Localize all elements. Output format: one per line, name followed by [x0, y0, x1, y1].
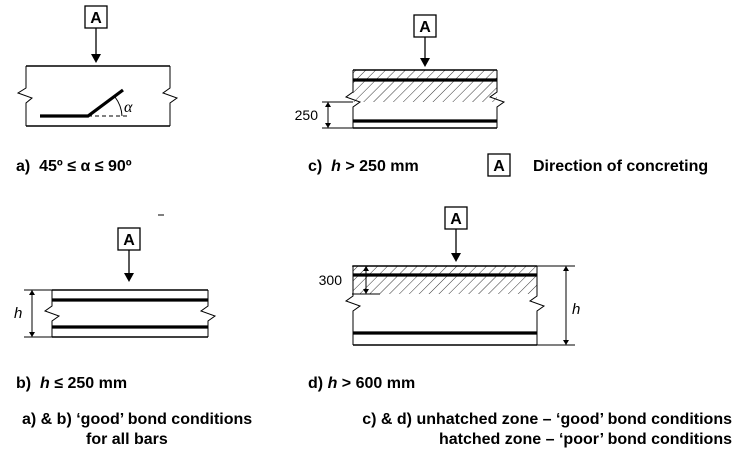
panel-b-caption: b) h ≤ 250 mm — [16, 375, 127, 393]
panel-a-caption-prefix: a) — [16, 158, 31, 175]
panel-a-caption: a) 45º ≤ α ≤ 90º — [16, 158, 132, 176]
panel-c-dim-value: 250 — [295, 107, 319, 123]
panel-d-diagram: A 300 h — [319, 206, 580, 346]
panel-d-caption-prefix: d) — [308, 375, 324, 392]
panel-a-right-break — [161, 66, 179, 126]
legend-text: Direction of concreting — [533, 158, 709, 175]
legend: A — [487, 153, 511, 177]
panel-c-right-break — [488, 70, 506, 128]
panel-b-direction-marker: A — [117, 227, 141, 282]
panel-d-left-break — [344, 266, 362, 345]
panel-d-caption: d) h > 600 mm — [308, 375, 415, 393]
panel-d-marker-label: A — [450, 211, 462, 228]
panel-a-angle-label: α — [124, 99, 133, 116]
panel-c-direction-marker: A — [413, 14, 437, 67]
panel-a-angle-arc — [114, 96, 123, 117]
panel-c-left-break — [344, 70, 362, 128]
panel-d-dim-value: 300 — [319, 272, 343, 288]
panel-a-diagram: A α — [16, 5, 179, 127]
panel-a-bent-bar — [40, 88, 124, 118]
panel-d-hatched-zone — [353, 266, 537, 294]
panel-a-caption-range: 45º ≤ α ≤ 90º — [39, 158, 132, 175]
panel-a-direction-marker: A — [84, 5, 108, 63]
note-left-line2: for all bars — [86, 431, 168, 448]
note-right-line1: c) & d) unhatched zone – ‘good’ bond con… — [362, 411, 732, 428]
legend-marker-box — [487, 153, 511, 177]
panel-b-caption-prefix: b) — [16, 375, 32, 392]
panel-b-marker-label: A — [123, 232, 135, 249]
panel-c-caption: c) h > 250 mm — [308, 158, 419, 176]
panel-d-left-dimension: 300 — [319, 265, 380, 295]
note-right-line2: hatched zone – ‘poor’ bond conditions — [438, 431, 732, 448]
panel-b-dim-label: h — [14, 305, 22, 322]
panel-b-left-break — [43, 290, 61, 337]
panel-c-hatched-zone — [353, 70, 497, 102]
panel-c-caption-condition: > 250 mm — [345, 158, 419, 175]
panel-c-caption-var: h — [331, 158, 341, 175]
panel-b-dimension: h — [14, 289, 52, 338]
panel-d-caption-var: h — [327, 375, 338, 392]
panel-a-left-break — [16, 66, 33, 126]
panel-c-marker-label: A — [419, 19, 431, 36]
panel-b-caption-var: h — [40, 375, 50, 392]
panel-c-diagram: A 250 — [295, 14, 506, 129]
panel-c-caption-prefix: c) — [308, 158, 323, 175]
note-left-line1: a) & b) ‘good’ bond conditions — [22, 411, 253, 428]
panel-d-dim-label: h — [572, 301, 580, 318]
panel-a-marker-label: A — [90, 10, 102, 27]
legend-marker-label: A — [493, 158, 505, 175]
panel-d-right-dimension: h — [537, 265, 580, 346]
panel-c-dimension: 250 — [295, 101, 353, 129]
panel-d-right-break — [528, 266, 546, 345]
panel-b-diagram: A h — [14, 227, 217, 338]
panel-d-caption-condition: > 600 mm — [341, 375, 416, 392]
panel-b-caption-condition: ≤ 250 mm — [54, 375, 128, 392]
panel-b-right-break — [199, 290, 217, 337]
panel-d-direction-marker: A — [444, 206, 468, 262]
